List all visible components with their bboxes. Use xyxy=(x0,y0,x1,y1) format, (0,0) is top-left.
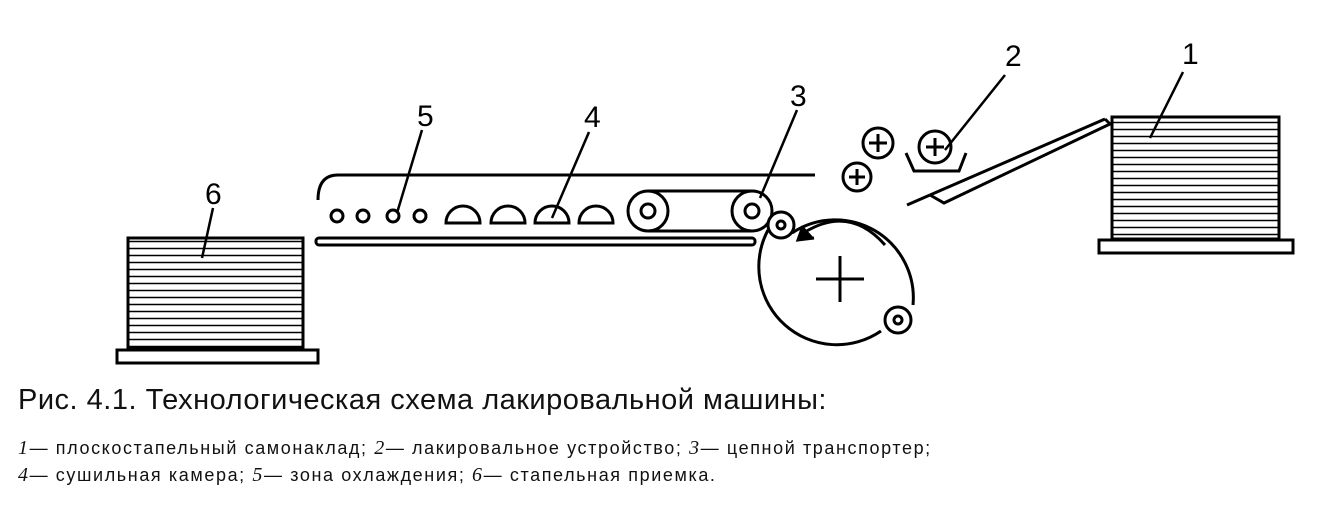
cylinder-outline xyxy=(757,229,882,347)
feeder-pile xyxy=(1097,115,1295,255)
chain-conveyor xyxy=(626,189,774,233)
dryer-lamp xyxy=(577,204,615,225)
cooling-nozzle xyxy=(355,208,371,224)
conveyor-sprocket-left xyxy=(626,189,670,233)
cooling-nozzle xyxy=(329,208,345,224)
feed-table-top xyxy=(929,117,1106,197)
conveyor-sprocket-right xyxy=(730,189,774,233)
dryer-lamp xyxy=(489,204,527,225)
gripper-hub xyxy=(892,314,904,326)
conveyor-frame xyxy=(314,173,815,247)
feeder-pile-sheets xyxy=(1110,115,1281,241)
legend-item: 3— цепной транспортер; xyxy=(689,437,932,459)
rotation-arrow-head xyxy=(795,225,815,242)
legend-item: 6— стапельная приемка. xyxy=(472,464,717,486)
callout-3: 3 xyxy=(790,80,807,113)
cooling-nozzle xyxy=(412,208,428,224)
varnishing-rollers xyxy=(841,126,895,193)
figure-caption-title: Рис. 4.1. Технологическая схема лакирова… xyxy=(18,384,827,416)
callout-6: 6 xyxy=(205,178,222,211)
callout-1: 1 xyxy=(1182,38,1199,71)
varnishing-device xyxy=(904,129,968,173)
drying-chamber xyxy=(444,204,615,225)
legend-item: 1— плоскостапельный самонаклад; xyxy=(18,437,375,459)
leader-3 xyxy=(758,109,799,199)
rotation-arrow xyxy=(804,219,887,246)
dryer-lamp xyxy=(444,204,482,225)
feed-table-body xyxy=(929,117,1113,205)
leader-4 xyxy=(550,131,591,219)
legend-item: 5— зона охлаждения; xyxy=(252,464,473,486)
dryer-lamp xyxy=(533,204,571,225)
legend-item: 4— сушильная камера; xyxy=(18,464,253,486)
leader-5 xyxy=(395,129,424,214)
callout-5: 5 xyxy=(417,100,434,133)
gripper-notch xyxy=(766,210,796,240)
sprocket-hub xyxy=(743,202,761,220)
feed-table xyxy=(906,117,1113,207)
delivery-pile-sheets xyxy=(126,236,305,350)
callout-4: 4 xyxy=(584,101,601,134)
callout-2: 2 xyxy=(1005,40,1022,73)
gripper-notch xyxy=(883,305,913,335)
legend-line: 1— плоскостапельный самонаклад; 2— лакир… xyxy=(18,437,932,460)
callout-leaders xyxy=(200,71,1185,259)
hood-top-line xyxy=(316,173,815,201)
feeder-pile-base xyxy=(1097,238,1295,255)
gripper-hub xyxy=(775,219,787,231)
sprocket-hub xyxy=(639,202,657,220)
leader-1 xyxy=(1148,71,1185,139)
leader-2 xyxy=(944,74,1006,151)
legend-item: 2— лакировальное устройство; xyxy=(374,437,690,459)
bottom-rail xyxy=(314,236,757,247)
feed-sheet-guide xyxy=(906,193,931,207)
varnishing-machine-diagram: 1 2 3 4 5 6 xyxy=(115,38,1295,365)
legend-line: 4— сушильная камера; 5— зона охлаждения;… xyxy=(18,464,717,487)
cooling-nozzle xyxy=(385,208,401,224)
impression-cylinder xyxy=(757,210,915,347)
delivery-pile xyxy=(115,236,320,365)
delivery-pile-base xyxy=(115,348,320,365)
cylinder-outline xyxy=(791,218,915,306)
leader-6 xyxy=(200,207,215,259)
cooling-zone xyxy=(329,208,428,224)
